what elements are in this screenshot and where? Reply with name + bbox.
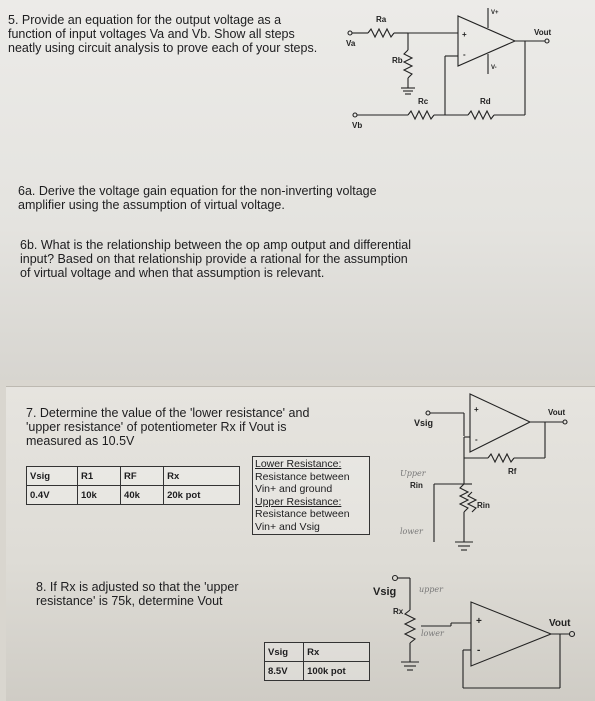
question-5-line: neatly using circuit analysis to prove e… bbox=[8, 41, 318, 55]
handwritten-upper-note: upper bbox=[419, 585, 444, 594]
op-amp-1 bbox=[457, 15, 517, 67]
rx-label: Rx bbox=[393, 607, 404, 616]
ra-resistor bbox=[367, 27, 395, 39]
question-6b-line: input? Based on that relationship provid… bbox=[20, 252, 408, 266]
question-7: 7. Determine the value of the 'lower res… bbox=[26, 406, 326, 448]
vout-terminal bbox=[568, 630, 576, 638]
question-7-line: 'upper resistance' of potentiometer Rx i… bbox=[26, 420, 287, 434]
minus-input-label: - bbox=[477, 645, 480, 656]
question-6a: 6a. Derive the voltage gain equation for… bbox=[18, 184, 418, 212]
ra-label: Ra bbox=[376, 15, 387, 24]
question-7-line: measured as 10.5V bbox=[26, 434, 135, 448]
question-8-line: resistance' is 75k, determine Vout bbox=[36, 594, 223, 608]
lower-resistance-text: Resistance between bbox=[255, 470, 350, 483]
minus-input-label: - bbox=[475, 435, 478, 444]
table-cell: 0.4V bbox=[26, 485, 78, 505]
rin-left-label: Rin bbox=[410, 481, 423, 490]
handwritten-lower-note: lower bbox=[400, 527, 424, 536]
table-header-cell: RF bbox=[120, 466, 165, 486]
circuit-diagram-q7: Vsig + - Vout Rf Rin Rin Upper lower bbox=[400, 393, 568, 551]
rf-label: Rf bbox=[508, 467, 517, 476]
upper-resistance-heading: Upper Resistance: bbox=[255, 495, 342, 508]
question-8-line: 8. If Rx is adjusted so that the 'upper bbox=[36, 580, 239, 594]
upper-resistance-text: Vin+ and Vsig bbox=[255, 520, 320, 533]
lower-resistance-text: Vin+ and ground bbox=[255, 483, 333, 495]
vb-label: Vb bbox=[352, 121, 362, 130]
vsig-terminal bbox=[391, 574, 399, 582]
vb-terminal bbox=[352, 112, 358, 118]
vplus-label: V+ bbox=[491, 10, 499, 16]
plus-input-label: + bbox=[476, 616, 482, 627]
lower-resistance-heading: Lower Resistance: bbox=[255, 458, 342, 470]
vminus-label: V- bbox=[491, 65, 497, 71]
question-8: 8. If Rx is adjusted so that the 'upper … bbox=[36, 580, 276, 608]
rx-potentiometer bbox=[458, 483, 470, 513]
va-label: Va bbox=[346, 39, 356, 48]
table-header-cell: Vsig bbox=[26, 466, 78, 486]
table-cell: 10k bbox=[76, 485, 122, 505]
question-6a-line: amplifier using the assumption of virtua… bbox=[18, 198, 285, 212]
rin-right-resistor bbox=[466, 491, 478, 513]
rd-label: Rd bbox=[480, 97, 491, 106]
table-row: Vsig R1 RF Rx bbox=[26, 466, 240, 486]
question-6b-line: 6b. What is the relationship between the… bbox=[20, 238, 411, 252]
question-6b: 6b. What is the relationship between the… bbox=[20, 238, 440, 280]
op-amp-3 bbox=[470, 601, 553, 667]
rd-resistor bbox=[467, 109, 495, 121]
op-amp-2 bbox=[469, 393, 532, 453]
vout-terminal bbox=[562, 419, 568, 425]
rb-label: Rb bbox=[392, 56, 403, 65]
question-6b-line: of virtual voltage and when that assumpt… bbox=[20, 266, 325, 280]
table-header-cell: R1 bbox=[76, 466, 122, 486]
table-cell: 100k pot bbox=[303, 661, 370, 681]
upper-page bbox=[0, 0, 595, 380]
question-5: 5. Provide an equation for the output vo… bbox=[8, 13, 338, 55]
va-terminal bbox=[347, 30, 353, 36]
resistance-definitions-box: Lower Resistance: Resistance between Vin… bbox=[252, 456, 370, 535]
question-5-line: 5. Provide an equation for the output vo… bbox=[8, 13, 282, 27]
question-6a-line: 6a. Derive the voltage gain equation for… bbox=[18, 184, 377, 198]
table-row: 0.4V 10k 40k 20k pot bbox=[26, 485, 240, 505]
vout-label: Vout bbox=[549, 618, 571, 629]
handwritten-upper-note: Upper bbox=[400, 469, 427, 478]
vsig-terminal bbox=[425, 410, 431, 416]
rx-potentiometer bbox=[403, 609, 417, 644]
rb-resistor bbox=[402, 49, 414, 79]
table-header-cell: Vsig bbox=[263, 642, 305, 662]
upper-resistance-text: Resistance between bbox=[255, 508, 350, 520]
table-row: Vsig Rx bbox=[263, 642, 370, 662]
plus-input-label: + bbox=[462, 30, 467, 39]
question-5-line: function of input voltages Va and Vb. Sh… bbox=[8, 27, 295, 41]
circuit-diagram-q8: Vsig Rx + - Vout upper lower bbox=[373, 574, 576, 689]
rf-resistor bbox=[487, 452, 515, 464]
rc-resistor bbox=[407, 109, 435, 121]
table-cell: 8.5V bbox=[263, 661, 305, 681]
minus-input-label: - bbox=[463, 50, 466, 59]
vsig-label: Vsig bbox=[414, 418, 433, 428]
values-table-q8: Vsig Rx 8.5V 100k pot bbox=[263, 642, 370, 681]
plus-input-label: + bbox=[474, 405, 479, 414]
vout-label: Vout bbox=[534, 28, 552, 37]
vout-terminal bbox=[544, 38, 550, 44]
table-cell: 40k bbox=[120, 485, 165, 505]
handwritten-lower-note: lower bbox=[421, 629, 445, 638]
vout-label: Vout bbox=[548, 408, 566, 417]
vsig-label: Vsig bbox=[373, 586, 396, 598]
table-cell: 20k pot bbox=[163, 485, 240, 505]
circuit-diagram-q5: Va Ra Rb + - V+ V- Vout Vb Rc Rd bbox=[346, 8, 552, 130]
question-7-line: 7. Determine the value of the 'lower res… bbox=[26, 406, 310, 420]
rc-label: Rc bbox=[418, 97, 429, 106]
table-row: 8.5V 100k pot bbox=[263, 661, 370, 681]
rin-right-label: Rin bbox=[477, 501, 490, 510]
table-header-cell: Rx bbox=[303, 642, 370, 662]
values-table-q7: Vsig R1 RF Rx 0.4V 10k 40k 20k pot bbox=[26, 466, 240, 505]
table-header-cell: Rx bbox=[163, 466, 240, 486]
